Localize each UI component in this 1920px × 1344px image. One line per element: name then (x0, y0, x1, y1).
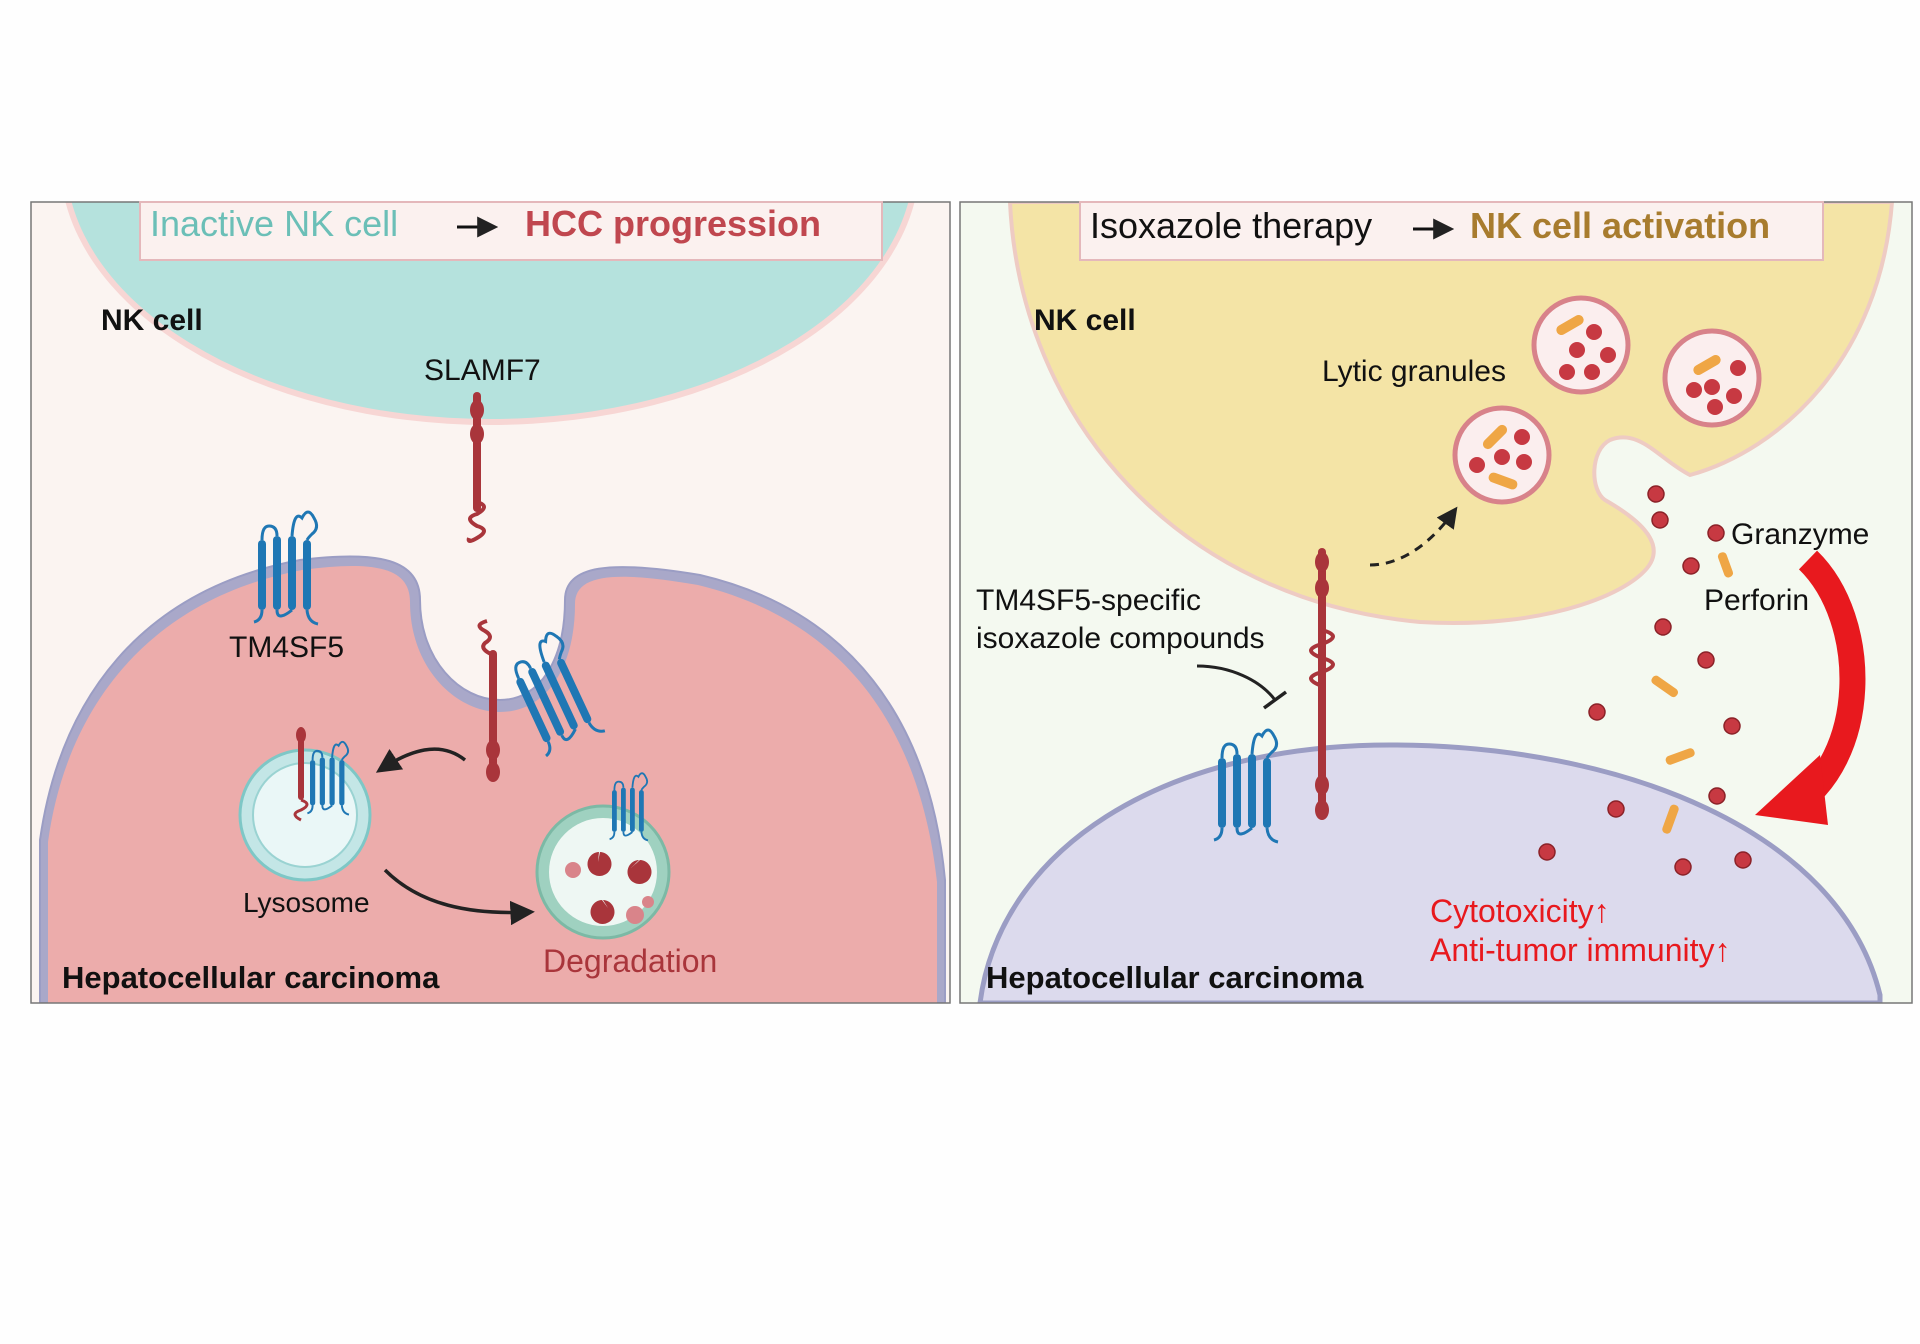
granzyme-label: Granzyme (1731, 518, 1869, 551)
compound-label-line1: TM4SF5-specific (976, 584, 1201, 617)
compound-label-line2: isoxazole compounds (976, 622, 1265, 655)
degradation-arrow (383, 868, 535, 926)
left-panel: Inactive NK cell HCC progression NK cell… (30, 201, 951, 1004)
right-panel: Isoxazole therapy NK cell activation NK … (959, 201, 1913, 1004)
left-nk-cell-label: NK cell (101, 304, 203, 337)
slamf7-tm4sf5-complex (477, 619, 607, 782)
left-title-box (139, 201, 883, 261)
tm4sf5-label: TM4SF5 (229, 631, 344, 664)
right-title-nk-activation: NK cell activation (1470, 205, 1770, 246)
lytic-granule-1 (1531, 295, 1631, 395)
right-title-isoxazole: Isoxazole therapy (1090, 205, 1372, 246)
degradation-vesicle-icon (535, 772, 671, 940)
lysosome-label: Lysosome (243, 887, 370, 918)
left-title-hcc-progression: HCC progression (525, 203, 821, 244)
slamf7-receptor-nk-right (1309, 548, 1335, 820)
lysosome-icon (238, 727, 372, 882)
hcc-cell-right (977, 742, 1883, 1003)
lytic-granule-3 (1452, 405, 1552, 505)
slamf7-label: SLAMF7 (424, 354, 541, 387)
left-hcc-label: Hepatocellular carcinoma (62, 960, 440, 995)
right-nk-cell-label: NK cell (1034, 304, 1136, 337)
released-granzyme-perforin (1538, 485, 1752, 876)
perforin-label: Perforin (1704, 584, 1809, 617)
inhibition-bar (1262, 690, 1288, 710)
right-hcc-label: Hepatocellular carcinoma (986, 960, 1364, 995)
left-title-inactive: Inactive NK cell (150, 203, 398, 244)
lytic-granules-label: Lytic granules (1322, 355, 1506, 388)
nk-cell-right (1007, 202, 1895, 625)
effect-anti-tumor-immunity: Anti-tumor immunity↑ (1430, 932, 1731, 968)
hcc-cell-left (48, 565, 937, 1003)
effect-cytotoxicity: Cytotoxicity↑ (1430, 893, 1610, 929)
inhibition-line (1196, 664, 1277, 701)
lytic-granule-2 (1662, 328, 1762, 428)
internalization-arrow (375, 747, 467, 773)
degradation-label: Degradation (543, 943, 717, 979)
cytotoxic-red-arrowhead (1755, 755, 1828, 825)
